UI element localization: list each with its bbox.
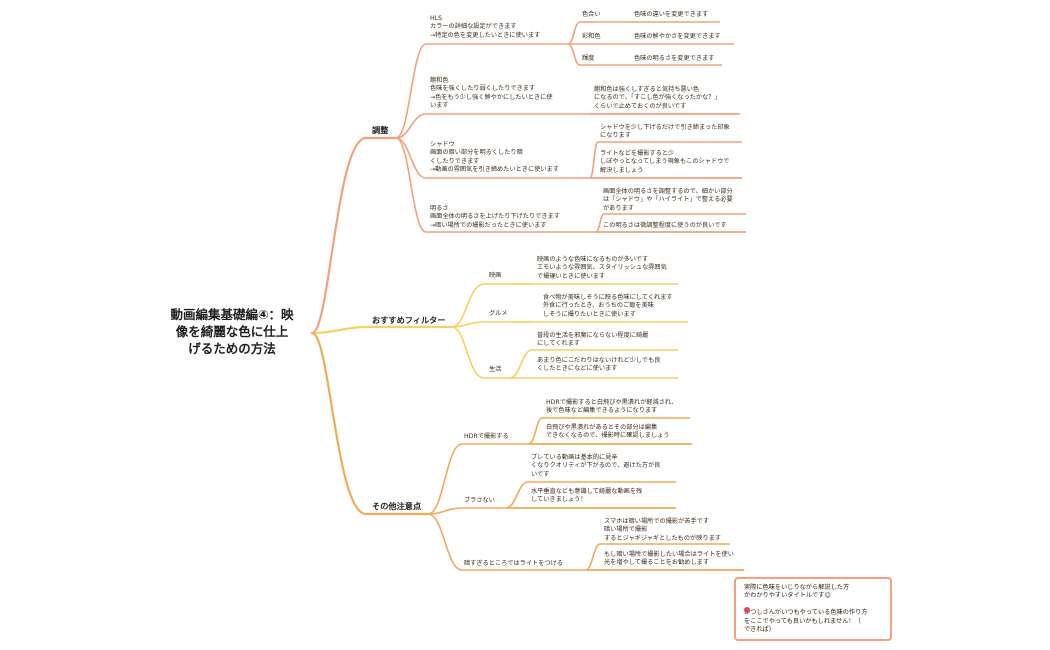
connector-root-adjust [310,136,398,335]
topic-saturation[interactable]: 飽和色 色味を強くしたり弱くしたりできます →色をもう少し強く鮮やかにしたいとき… [430,77,553,110]
connector-adjust-hls [395,43,568,139]
shadow-note[interactable]: ライトなどを撮影すると少 しぼやっとなってしまう現象もこのシャドウで 解決しまし… [600,150,730,174]
saturation-note[interactable]: 飽和色は強くしすぎると気持ち悪い色 になるので、「すこし色が強くなったかな？」 … [594,86,721,110]
hls-item-desc[interactable]: 色味の違いを変更できます [634,11,709,18]
filter-item-name[interactable]: 映画 [489,272,502,279]
root-topic[interactable]: 動画編集基礎編④：映 像を綺麗な色に仕上 げるための方法 [170,307,294,356]
branch-caution[interactable]: その他注意点 [372,501,422,511]
topic-shadow[interactable]: シャドウ 画面の暗い部分を明るくしたり暗 くしたりできます →動画の雰囲気を引き… [430,141,559,174]
branch-adjust[interactable]: 調整 [372,125,389,135]
floating-note[interactable]: 実際に色味をいじりながら解説した方 がわかりやすいタイトルです☺ かつしさんがい… [734,577,892,641]
shadow-note[interactable]: シャドウを少し下げるだけで引き締まった印象 になります [600,124,730,140]
brightness-note[interactable]: この明るさは微調整程度に使うのが良いです [603,222,727,229]
branch-filter[interactable]: おすすめフィルター [372,315,446,325]
filter-item-name[interactable]: 生活 [489,366,502,373]
caution-item-name[interactable]: HDRで撮影する [464,433,509,440]
caution-note[interactable]: スマホは暗い場所での撮影が苦手です 暗い場所で撮影 するとジャギジャギとしたもの… [604,518,721,542]
connector-adjust-saturation [395,113,738,139]
note-marker-icon [744,607,750,613]
caution-note[interactable]: ブレている動画は基本的に見辛 くなりクオリティが下がるので、避けた方が良 いです [531,454,661,478]
hls-item-desc[interactable]: 色味の明るさを変更できます [634,55,715,62]
connector-root-filter [310,325,454,335]
caution-note[interactable]: 白飛びや黒潰れがあるとその部分は編集 できなくなるので、撮影時に確認しましょう [546,424,670,440]
connector-adjust-shadow [395,137,742,179]
hls-item-name[interactable]: 輝度 [582,55,595,62]
caution-note[interactable]: HDRで撮影すると白飛びや黒潰れが軽減され、 後で色味など編集できるようになりま… [546,399,678,415]
caution-item-name[interactable]: ブラさない [464,497,495,504]
filter-item-desc[interactable]: 映画のような色味になるものが多いです エモいような雰囲気、スタイリッシュな雰囲気… [537,256,667,280]
caution-note[interactable]: 水平垂直なども意識して綺麗な動画を残 していきましょう！ [531,488,643,504]
hls-item-desc[interactable]: 色味の鮮やかさを変更できます [634,33,721,40]
connector-root-caution [310,331,430,516]
caution-note[interactable]: もし暗い場所で撮影したい場合はライトを使い 光を増やして撮ることをお勧めします [604,551,734,567]
brightness-note[interactable]: 画面全体の明るさを調整するので、細かい部分 は「シャドウ」や「ハイライト」で整え… [603,188,733,212]
filter-item-desc[interactable]: 普段の生活を邪魔にならない程度に綺麗 にしてくれます [537,332,649,348]
hls-item-name[interactable]: 色合い [582,11,601,18]
hls-item-name[interactable]: 彩和色 [582,33,601,40]
topic-brightness[interactable]: 明るさ 画面全体の明るさを上げたり下げたりできます →暗い場所での撮影だったとき… [430,205,560,229]
caution-item-name[interactable]: 暗すぎるところではライトをつける [464,560,563,567]
filter-item-name[interactable]: グルメ [489,310,508,317]
connector-adjust-brightness [395,137,746,233]
topic-hls[interactable]: HLS カラーの詳細な設定ができます →特定の色を変更したいときに使います [430,15,541,39]
filter-item-desc[interactable]: あまり色にこだわりはないけれど少しでも良 くしたときになどに使います [537,357,661,373]
filter-item-desc[interactable]: 食べ物が美味しそうに映る色味にしてくれます 外食に行ったとき、おうちのご飯を美味… [543,294,673,318]
note-text: 実際に色味をいじりながら解説した方 がわかりやすいタイトルです☺ かつしさんがい… [744,584,868,634]
